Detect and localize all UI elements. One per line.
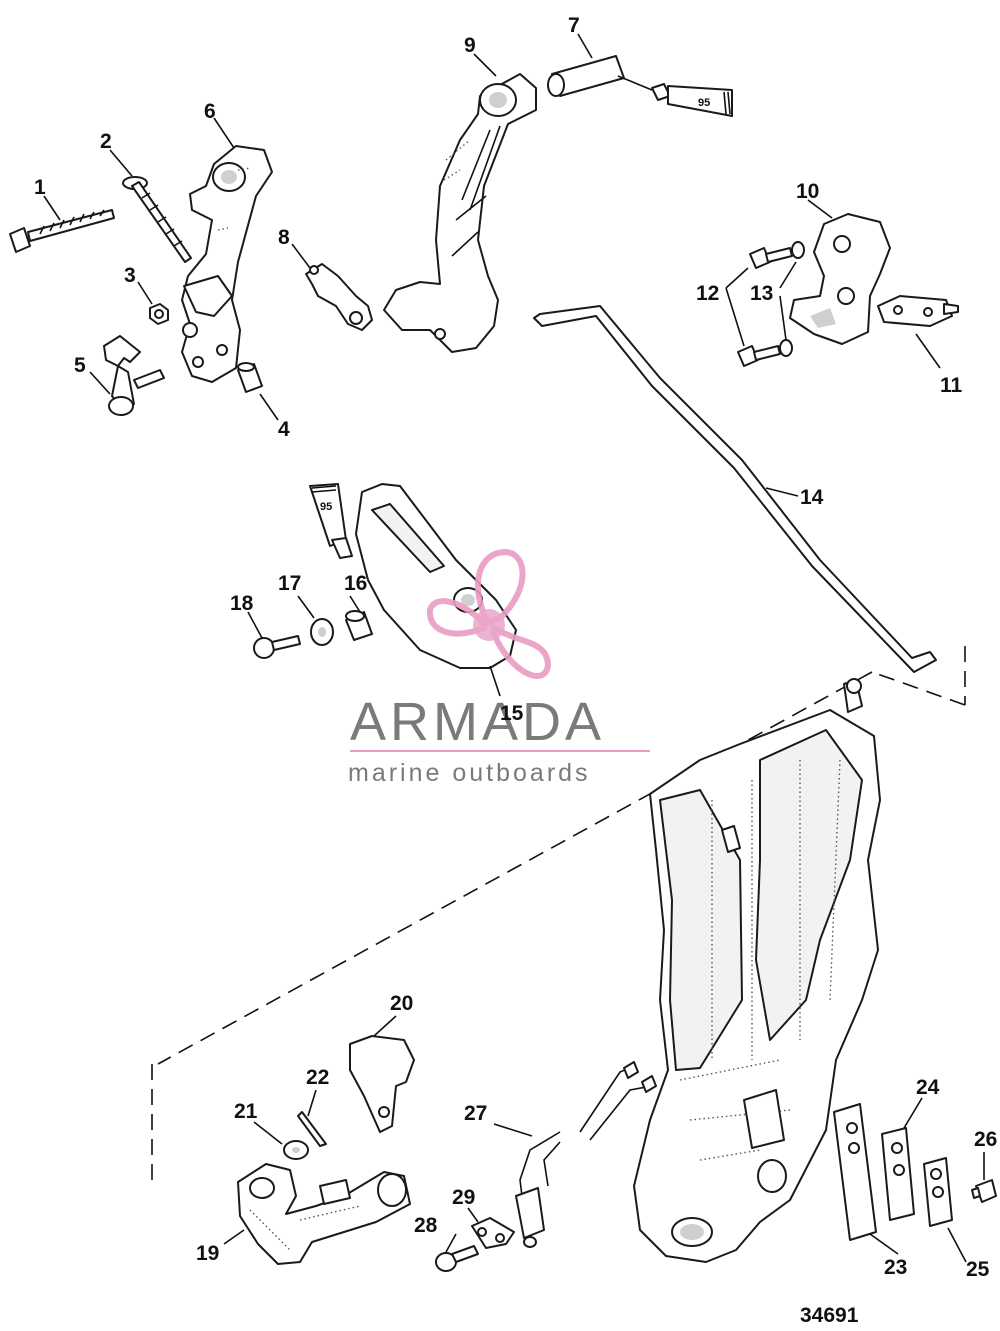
callout-19: 19 (196, 1242, 219, 1265)
part-7-pin (547, 55, 625, 97)
callout-5: 5 (74, 354, 86, 377)
part-6-lever-bracket (181, 145, 273, 383)
part-16-bushing (345, 610, 373, 641)
part-10-bracket (789, 213, 891, 345)
callout-8: 8 (278, 226, 290, 249)
callout-2: 2 (100, 130, 112, 153)
swivel-bracket-housing (633, 678, 881, 1263)
part-18-screw (253, 635, 301, 659)
callout-13: 13 (750, 282, 773, 305)
part-2-stud (122, 176, 192, 263)
figure-id: 34691 (800, 1304, 859, 1327)
callout-24: 24 (916, 1076, 940, 1099)
callout-11: 11 (940, 374, 963, 397)
callout-12: 12 (696, 282, 719, 305)
part-12-screws (737, 247, 793, 367)
part-20-cam (349, 1035, 415, 1133)
part-3-nut (149, 303, 169, 325)
callout-17: 17 (278, 572, 301, 595)
watermark-subtitle: marine outboards (348, 759, 591, 787)
callout-7: 7 (568, 14, 580, 37)
part-8-link (305, 263, 373, 331)
part-22-cotter-pin (297, 1111, 327, 1147)
callout-8-nine: 9 (464, 34, 476, 57)
leader-lines (43, 33, 985, 1263)
watermark-title: ARMADA (350, 692, 605, 752)
part-29-plate (471, 1217, 515, 1249)
assembly-boundary-dashed (151, 646, 966, 1180)
callout-23: 23 (884, 1256, 907, 1279)
part-27-switch-harness (515, 1061, 657, 1248)
callout-27: 27 (464, 1102, 487, 1125)
part-5-latch (103, 335, 165, 416)
part-17-washer (310, 618, 334, 646)
callout-10: 10 (796, 180, 819, 203)
callout-22: 22 (306, 1066, 329, 1089)
sealant-label-upper: 95 (698, 97, 710, 109)
part-9-curved-arm (383, 73, 537, 353)
sealant-label-lower: 95 (320, 501, 332, 513)
part-23-plate (833, 1103, 877, 1241)
callout-29: 29 (452, 1186, 475, 1209)
part-4-bushing (237, 362, 263, 393)
part-25-plate (923, 1157, 953, 1227)
callout-3: 3 (124, 264, 136, 287)
callout-26: 26 (974, 1128, 997, 1151)
part-1-bolt (9, 209, 115, 253)
callout-6: 6 (204, 100, 216, 123)
callout-18: 18 (230, 592, 254, 615)
watermark: ARMADA marine outboards (348, 548, 650, 787)
callout-14: 14 (800, 486, 824, 509)
part-14-rod (533, 305, 937, 673)
callout-21: 21 (234, 1100, 258, 1123)
callout-25: 25 (966, 1258, 990, 1281)
part-21-washer (283, 1140, 309, 1160)
part-26-screw (971, 1179, 997, 1203)
callout-15: 15 (500, 702, 524, 725)
sealant-tube-upper: 95 (617, 75, 733, 117)
part-19-assembly (237, 1163, 411, 1265)
callout-1: 1 (34, 176, 46, 199)
callout-20: 20 (390, 992, 413, 1015)
callout-numbers: 1 2 3 4 5 6 7 9 8 10 11 12 13 14 15 16 1… (34, 14, 997, 1281)
callout-4: 4 (278, 418, 290, 441)
callout-28: 28 (414, 1214, 438, 1237)
propeller-logo-icon (426, 548, 552, 679)
part-24-plate (881, 1127, 915, 1221)
sealant-tube-lower: 95 (309, 483, 353, 559)
callout-16: 16 (344, 572, 367, 595)
part-28-screw (435, 1245, 479, 1272)
part-11-gasket (877, 295, 959, 327)
